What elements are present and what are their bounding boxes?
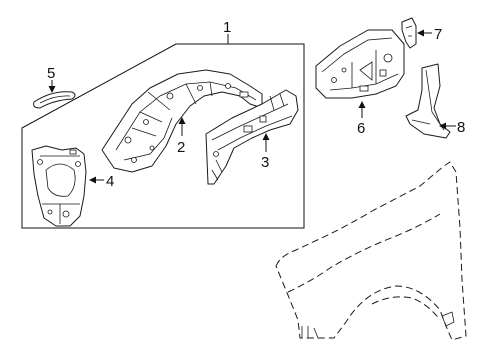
part-4-shock-tower-bracket — [31, 145, 87, 227]
part-8-reinforcement — [405, 63, 451, 139]
callout-7-label: 7 — [434, 26, 442, 43]
part-6-side-member — [315, 29, 405, 99]
part-7-bracket — [401, 17, 417, 49]
callout-1-label: 1 — [223, 19, 231, 36]
callout-8-label: 8 — [457, 119, 465, 136]
part-3-apron-reinforcement — [205, 89, 299, 185]
callout-4-label: 4 — [106, 173, 114, 190]
fender-outline — [275, 161, 467, 341]
callout-2-label: 2 — [177, 139, 185, 156]
callout-5-label: 5 — [47, 65, 55, 82]
callout-6-label: 6 — [357, 120, 365, 137]
part-2-wheelhouse-panel — [101, 69, 263, 173]
assembly-group-box — [21, 43, 305, 229]
callout-3-label: 3 — [261, 154, 269, 171]
part-5-trim-strip — [33, 91, 76, 109]
